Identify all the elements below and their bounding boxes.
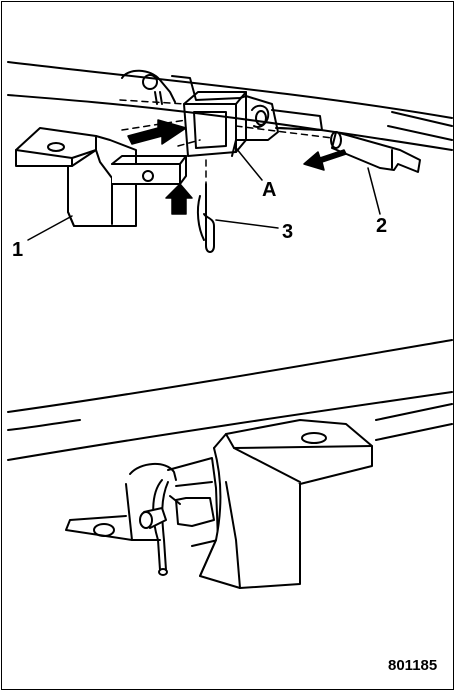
figure-number: 801185 — [388, 657, 438, 674]
receiver-tube-a — [183, 91, 247, 157]
callout-part-1: 1 — [12, 239, 24, 261]
hitch-receiver-frame-bottom — [65, 457, 219, 547]
leader-lines — [27, 147, 381, 241]
callout-part-3: 3 — [282, 221, 294, 243]
callout-part-2: 2 — [376, 215, 388, 237]
clip-and-pin-installed — [139, 479, 181, 576]
alignment-dashed-lines-top — [119, 99, 333, 185]
vehicle-underbody-top — [7, 61, 453, 151]
ball-mount-1 — [15, 127, 187, 227]
ball-mount-installed — [199, 419, 373, 589]
callout-point-a: A — [262, 179, 277, 201]
vehicle-underbody-bottom — [7, 339, 453, 461]
hitch-pin-2 — [330, 131, 421, 173]
insertion-arrow-pin — [303, 149, 347, 171]
insertion-arrow-clip — [165, 183, 193, 215]
hitch-receiver-frame-top — [121, 69, 323, 157]
insertion-arrow-mount — [127, 119, 187, 145]
clip-pin-3 — [196, 183, 215, 253]
